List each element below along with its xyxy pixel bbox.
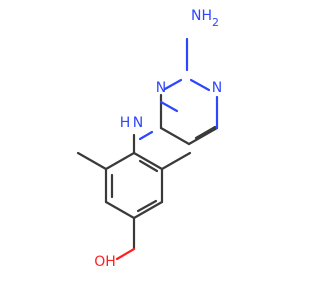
bond-pyr-3	[187, 126, 219, 146]
bond-pyr-2	[159, 126, 191, 146]
pyrimidine-n-top-label: N	[212, 80, 222, 96]
bond-benz-inner-2	[136, 199, 158, 213]
bond-methyl-left	[76, 151, 108, 171]
bond-oh	[115, 247, 136, 261]
bridge-n-label: N	[133, 115, 143, 131]
amine-top-label: NH2	[191, 8, 219, 29]
bond-benz-4	[132, 200, 164, 220]
pyrimidine-n-left-label: N	[156, 80, 166, 96]
bond-methyl-right	[160, 151, 192, 171]
molecule-canvas: NH2 N N H N OH	[76, 8, 223, 270]
bridge-nh-label: H	[120, 115, 131, 131]
molecule-structure: NH2 N N H N OH	[76, 8, 222, 270]
bond-benz-6	[132, 151, 164, 171]
bond-benz-inner-3	[138, 159, 159, 173]
bond-pyr-6	[163, 78, 183, 91]
bond-pyr-3-inner	[194, 125, 217, 140]
bond-pyr-inner-1	[159, 100, 179, 113]
hydroxyl-label: OH	[94, 254, 116, 270]
bond-nh-ring	[138, 130, 154, 141]
bond-pyr-5	[189, 78, 211, 92]
bond-benz-1	[104, 151, 136, 171]
bond-benz-3	[104, 200, 136, 220]
